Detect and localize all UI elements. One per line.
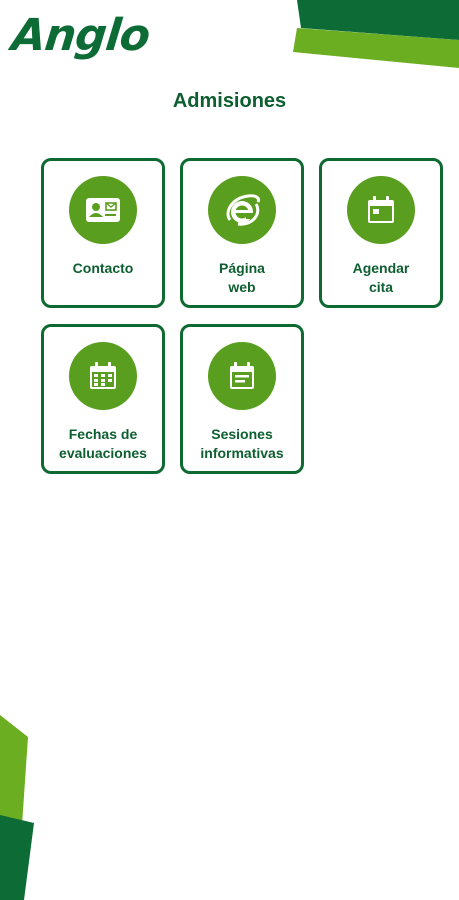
contacto-icon-circle xyxy=(69,176,137,244)
sesiones-informativas-label: Sesiones informativas xyxy=(187,425,297,463)
fechas-evaluaciones-label: Fechas de evaluaciones xyxy=(48,425,158,463)
agendar-cita-label-line2: cita xyxy=(368,279,394,295)
internet-explorer-icon xyxy=(226,194,260,226)
agendar-cita-card[interactable]: Agendar cita xyxy=(319,158,443,308)
sesiones-informativas-label-line2: informativas xyxy=(200,445,284,461)
contact-card-icon xyxy=(86,198,120,222)
contacto-label-line1: Contacto xyxy=(72,260,134,276)
pagina-web-label-line1: Página xyxy=(219,260,265,276)
fechas-evaluaciones-label-line1: Fechas de xyxy=(68,426,138,442)
sesiones-informativas-card[interactable]: Sesiones informativas xyxy=(180,324,304,474)
fechas-evaluaciones-card[interactable]: Fechas de evaluaciones xyxy=(41,324,165,474)
agendar-cita-label: Agendar cita xyxy=(326,259,436,297)
pagina-web-label: Página web xyxy=(187,259,297,297)
calendar-notes-icon xyxy=(230,362,254,389)
fechas-evaluaciones-label-line2: evaluaciones xyxy=(59,445,147,461)
bottom-decoration xyxy=(0,715,34,900)
agendar-cita-icon-circle xyxy=(347,176,415,244)
sesiones-informativas-icon-circle xyxy=(208,342,276,410)
calendar-grid-icon xyxy=(90,362,116,389)
fechas-evaluaciones-icon-circle xyxy=(69,342,137,410)
agendar-cita-label-line1: Agendar xyxy=(352,260,410,276)
anglo-logo: Anglo xyxy=(9,10,152,61)
sesiones-informativas-label-line1: Sesiones xyxy=(211,426,273,442)
calendar-icon xyxy=(368,196,394,223)
top-decoration xyxy=(293,0,459,68)
pagina-web-icon-circle xyxy=(208,176,276,244)
pagina-web-card[interactable]: Página web xyxy=(180,158,304,308)
contacto-card[interactable]: Contacto xyxy=(41,158,165,308)
page-title: Admisiones xyxy=(172,90,287,112)
pagina-web-label-line2: web xyxy=(228,279,256,295)
contacto-label: Contacto xyxy=(48,259,158,278)
